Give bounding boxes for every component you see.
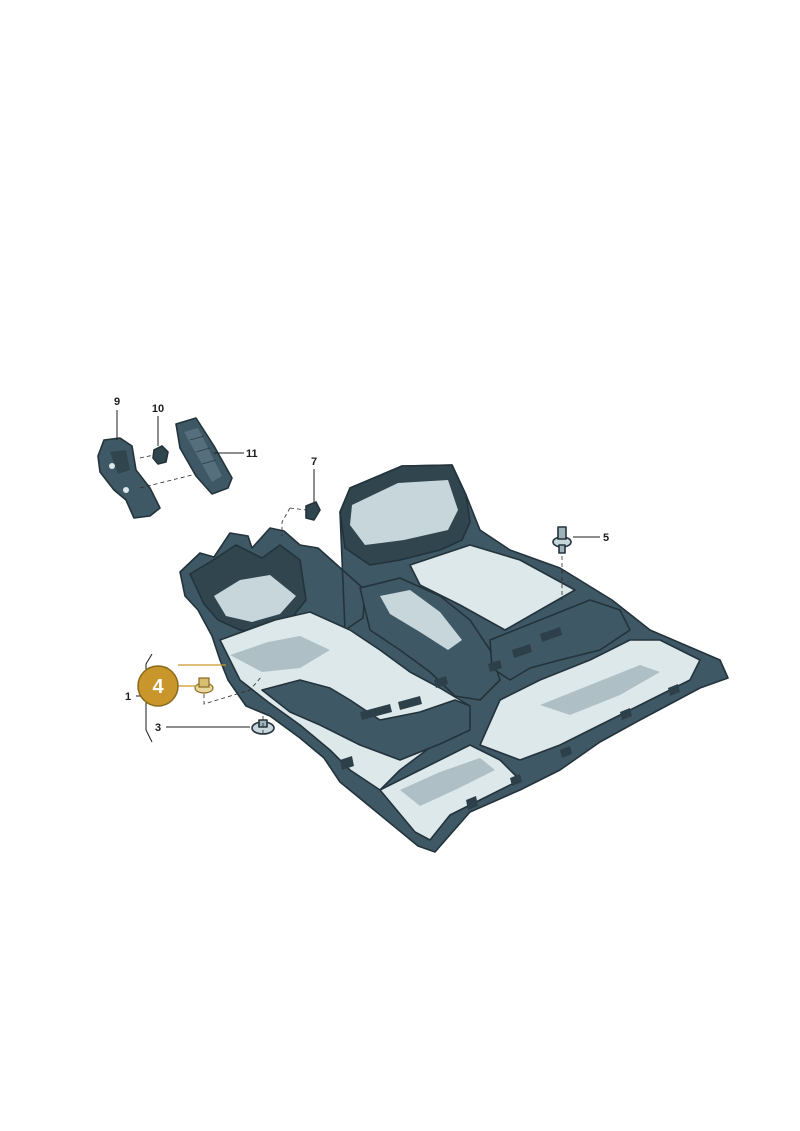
callout-3: 3 — [155, 722, 161, 734]
part-11-pedal-pad — [175, 417, 233, 495]
leader-lines — [116, 410, 600, 743]
callout-5: 5 — [603, 532, 609, 544]
callout-7: 7 — [311, 456, 317, 468]
callout-1: 1 — [125, 691, 131, 703]
callout-labels: 9 10 11 7 5 1 3 — [114, 396, 609, 734]
part-10-nut — [152, 445, 169, 465]
floor-carpet — [179, 464, 729, 853]
callout-11: 11 — [246, 448, 258, 460]
part-5-fastener — [552, 526, 572, 554]
part-7-clip — [305, 501, 321, 521]
callout-10: 10 — [152, 403, 164, 415]
part-9-bracket — [97, 437, 161, 519]
assembly-lines — [139, 454, 563, 734]
callout-9: 9 — [114, 396, 120, 408]
part-4-nut — [194, 677, 214, 694]
highlight-badge-4[interactable]: 4 — [137, 665, 179, 707]
callout-4: 4 — [152, 676, 164, 698]
